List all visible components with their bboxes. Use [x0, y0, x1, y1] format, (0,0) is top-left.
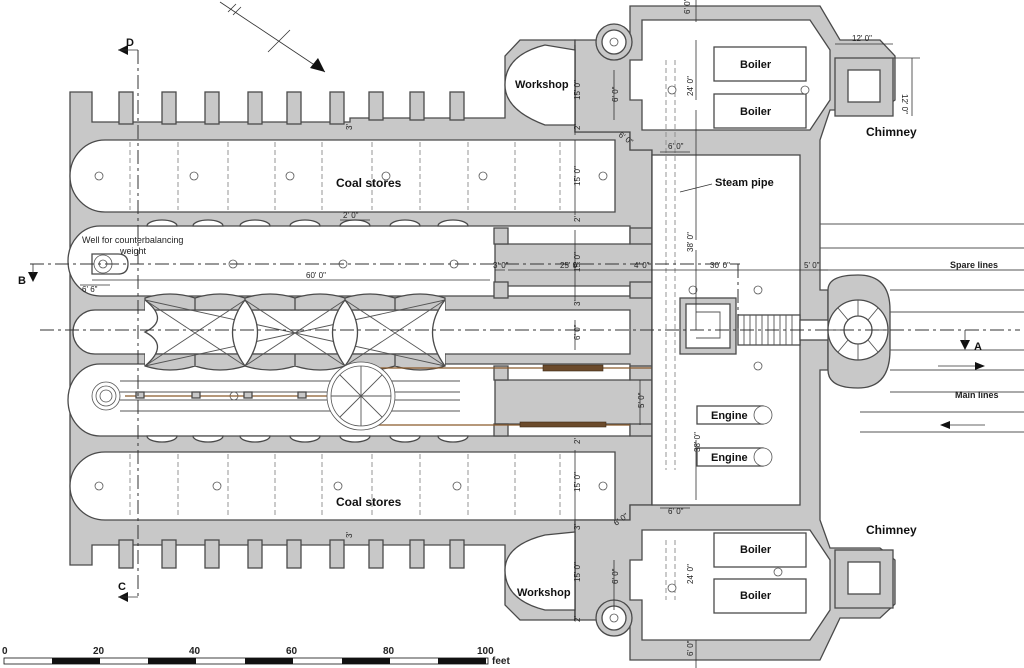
- chimney-bottom-flue: [847, 561, 881, 595]
- scale-tick-0: 0: [2, 646, 8, 657]
- main-lines-label: Main lines: [955, 390, 999, 400]
- coal-stores-top-label: Coal stores: [336, 176, 402, 190]
- workshop-top-label: Workshop: [515, 79, 569, 91]
- boiler-1-label: Boiler: [740, 59, 772, 71]
- dim-middle-tunnel: 6' 0": [573, 324, 582, 340]
- well-label-line2: weight: [119, 246, 147, 256]
- dim-workshop-depth-b: 15' 0": [573, 562, 582, 582]
- dim-boiler-room-b: 24' 0": [686, 564, 695, 584]
- section-label-c: C: [118, 581, 126, 593]
- workshop-bottom-label: Workshop: [517, 587, 571, 599]
- dim-2ft-b: 2': [573, 216, 582, 222]
- boiler-3: [713, 532, 807, 568]
- workshop-top: [504, 44, 576, 126]
- dim-5ft: 5' 0": [804, 261, 820, 270]
- dim-pipe-gap-a: 6' 0": [668, 142, 684, 151]
- dim-2ft-a: 2': [573, 124, 582, 130]
- dim-buttress-bottom: 3': [345, 532, 354, 538]
- scale-tick-60: 60: [286, 646, 298, 657]
- buttresses-bottom: [118, 539, 465, 569]
- chimney-top-label: Chimney: [866, 125, 917, 139]
- chimney-bottom-label: Chimney: [866, 523, 917, 537]
- dim-3ft-d: 3': [573, 524, 582, 530]
- dim-chimney-depth: 12' 0": [900, 94, 909, 114]
- dim-workshop-depth: 15' 0": [573, 80, 582, 100]
- dim-boiler-room: 24' 0": [686, 76, 695, 96]
- dim-hall-lower: 38' 0": [693, 432, 702, 452]
- buttresses-top: [118, 91, 465, 125]
- boiler-4-label: Boiler: [740, 590, 772, 602]
- dim-pipe-gap-b: 6' 0": [668, 507, 684, 516]
- spare-lines-label: Spare lines: [950, 260, 998, 270]
- chimney-top-flue: [847, 69, 881, 103]
- dim-4ft: 4' 0": [634, 261, 650, 270]
- boiler-4: [713, 578, 807, 614]
- left-wing: [67, 39, 760, 621]
- section-lines: [30, 50, 1020, 600]
- dimension-lines: [80, 0, 920, 668]
- dim-25ft: 25' 0": [560, 261, 580, 270]
- workshop-bottom: [504, 531, 576, 611]
- coal-store-bottom-room: [69, 451, 616, 521]
- dim-3ft-c: 3': [573, 300, 582, 306]
- engine-2-label: Engine: [711, 452, 748, 464]
- dim-chimney-width: 12' 0": [852, 34, 872, 43]
- boiler-3-label: Boiler: [740, 544, 772, 556]
- direction-arrows: [938, 362, 985, 429]
- scale-tick-20: 20: [93, 646, 105, 657]
- scale-tick-80: 80: [383, 646, 395, 657]
- rail-lines: [820, 223, 1024, 433]
- boiler-1: [713, 46, 807, 82]
- dim-pier-width: 2' 0": [343, 211, 359, 220]
- dim-2ft-c: 2': [573, 438, 582, 444]
- section-arrows: [28, 45, 970, 602]
- dim-3ft: 3' 0": [493, 261, 509, 270]
- scale-tick-40: 40: [189, 646, 201, 657]
- dim-buttress-top: 3': [345, 124, 354, 130]
- scale-unit: feet: [492, 656, 510, 667]
- scale-tick-100: 100: [477, 646, 494, 657]
- section-label-b: B: [18, 275, 26, 287]
- dim-6ft6: 6' 6": [82, 285, 98, 294]
- dim-coal-store-bottom: 15' 0": [573, 472, 582, 492]
- winding-gear: [91, 361, 760, 431]
- section-label-d: D: [126, 37, 134, 49]
- coal-stores-bottom-label: Coal stores: [336, 495, 402, 509]
- dim-workshop-wall-b: 6' 0": [611, 568, 620, 584]
- north-arrow-icon: [219, 1, 326, 73]
- coal-store-top-room: [69, 139, 616, 213]
- boiler-2-label: Boiler: [740, 106, 772, 118]
- dim-60ft: 60' 0": [306, 271, 326, 280]
- dim-2ft-d: 2': [573, 616, 582, 622]
- well-label-line1: Well for counterbalancing: [82, 235, 183, 245]
- dim-30ft: 30' 0": [710, 261, 730, 270]
- dim-well-tunnel: 15' 0": [573, 252, 582, 272]
- dim-workshop-wall: 6' 0": [611, 86, 620, 102]
- dim-coal-store-depth: 15' 0": [573, 166, 582, 186]
- dim-top-wall: 6' 0": [683, 0, 692, 14]
- section-label-a: A: [974, 341, 982, 353]
- scale-bar: [3, 657, 489, 665]
- engine-1-label: Engine: [711, 410, 748, 422]
- boiler-2: [713, 93, 807, 129]
- dim-hall-upper: 38' 0": [686, 232, 695, 252]
- steam-pipe-label: Steam pipe: [715, 177, 774, 189]
- dim-bottom-wall: 6' 0": [686, 640, 695, 656]
- store-dashed-lines: [129, 142, 561, 518]
- dim-5ft-mid: 5' 0": [637, 392, 646, 408]
